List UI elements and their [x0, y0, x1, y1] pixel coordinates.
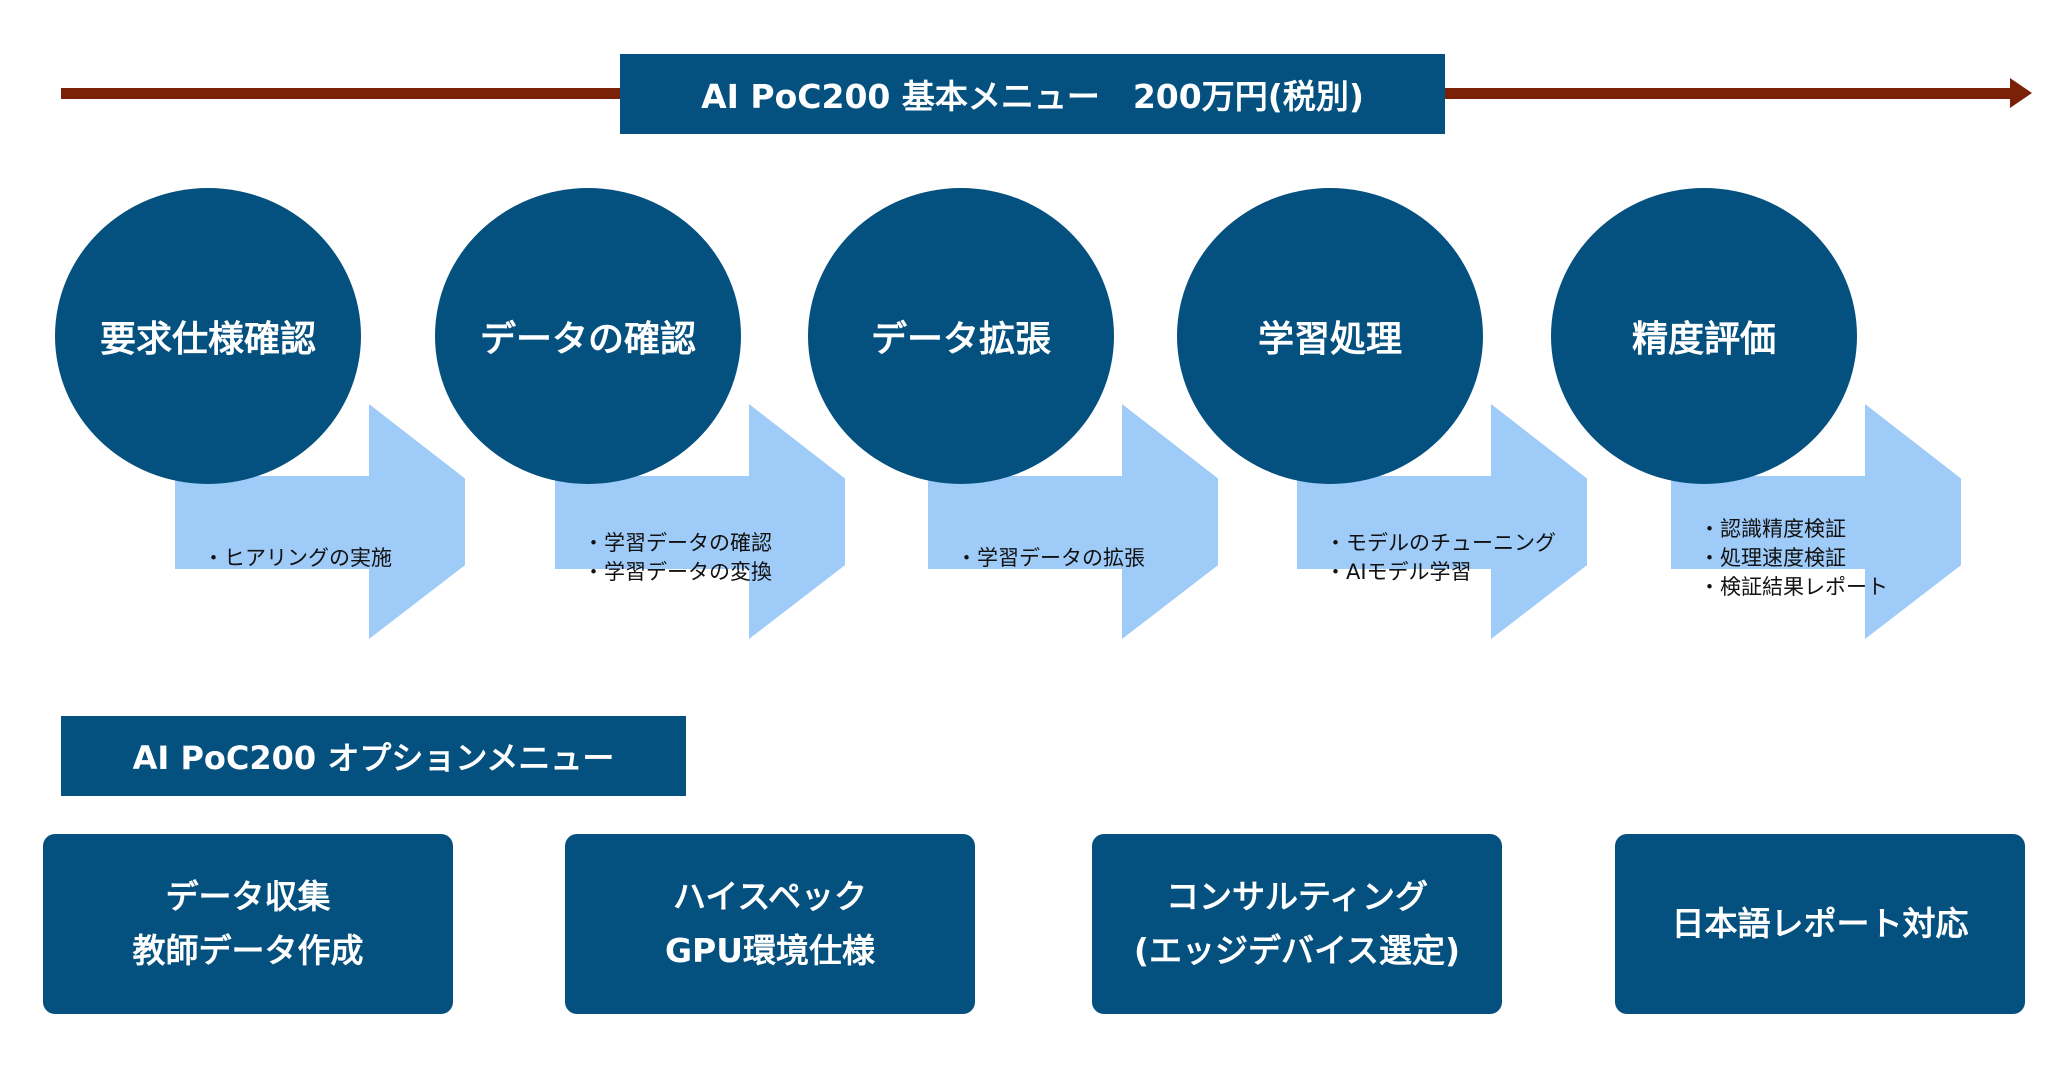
option-high-spec-gpu: ハイスペック GPU環境仕様: [565, 834, 975, 1014]
option-label-line: GPU環境仕様: [664, 931, 876, 970]
step-bullets: ・学習データの確認 ・学習データの変換: [583, 488, 823, 628]
step-title: データ拡張: [870, 319, 1051, 360]
bullet-item: ・AIモデル学習: [1325, 560, 1472, 584]
option-label-line: 教師データ作成: [132, 931, 364, 970]
process-step-evaluation: 精度評価 ・認識精度検証 ・処理速度検証 ・検証結果レポート: [1551, 188, 1961, 643]
step-arrow: [1671, 404, 1961, 639]
step-title: データの確認: [479, 319, 696, 360]
step-arrow: [555, 404, 845, 639]
bullet-item: ・処理速度検証: [1699, 545, 1846, 570]
option-data-collection: データ収集 教師データ作成: [43, 834, 453, 1014]
step-bullets: ・ヒアリングの実施: [203, 488, 443, 628]
step-title-circle: データ拡張: [808, 188, 1114, 484]
timeline-arrowhead: [2010, 78, 2032, 108]
step-arrow: [928, 404, 1218, 639]
option-consulting: コンサルティング (エッジデバイス選定): [1092, 834, 1502, 1014]
process-step-data-augmentation: データ拡張 ・学習データの拡張: [808, 188, 1218, 643]
step-title-circle: データの確認: [435, 188, 741, 484]
process-step-requirements: 要求仕様確認 ・ヒアリングの実施: [55, 188, 465, 643]
step-title: 学習処理: [1257, 319, 1402, 360]
bullet-item: ・ヒアリングの実施: [203, 545, 392, 570]
option-menu-title: AI PoC200 オプションメニュー: [61, 716, 686, 796]
step-title-circle: 要求仕様確認: [55, 188, 361, 484]
bullet-item: ・認識精度検証: [1699, 516, 1846, 541]
option-label-line: データ収集: [165, 877, 331, 916]
option-label-line: コンサルティング: [1165, 877, 1429, 916]
bullet-item: ・学習データの確認: [583, 531, 772, 555]
option-label-line: (エッジデバイス選定): [1133, 931, 1461, 970]
step-bullets: ・学習データの拡張: [956, 488, 1196, 628]
step-title-circle: 精度評価: [1551, 188, 1857, 484]
option-japanese-report: 日本語レポート対応: [1615, 834, 2025, 1014]
bullet-item: ・モデルのチューニング: [1325, 531, 1556, 555]
step-bullets: ・モデルのチューニング ・AIモデル学習: [1325, 488, 1565, 628]
step-bullets: ・認識精度検証 ・処理速度検証 ・検証結果レポート: [1699, 488, 1939, 628]
step-arrow: [1297, 404, 1587, 639]
process-step-training: 学習処理 ・モデルのチューニング ・AIモデル学習: [1177, 188, 1587, 643]
basic-menu-title: AI PoC200 基本メニュー 200万円(税別): [620, 54, 1445, 134]
process-step-data-check: データの確認 ・学習データの確認 ・学習データの変換: [435, 188, 845, 643]
bullet-item: ・学習データの拡張: [956, 545, 1145, 570]
step-title: 要求仕様確認: [99, 319, 316, 360]
step-title: 精度評価: [1631, 319, 1776, 360]
option-label-line: ハイスペック: [672, 877, 868, 916]
step-arrow: [175, 404, 465, 639]
step-title-circle: 学習処理: [1177, 188, 1483, 484]
bullet-item: ・検証結果レポート: [1699, 574, 1888, 599]
option-label-line: 日本語レポート対応: [1671, 904, 1969, 943]
bullet-item: ・学習データの変換: [583, 560, 772, 584]
